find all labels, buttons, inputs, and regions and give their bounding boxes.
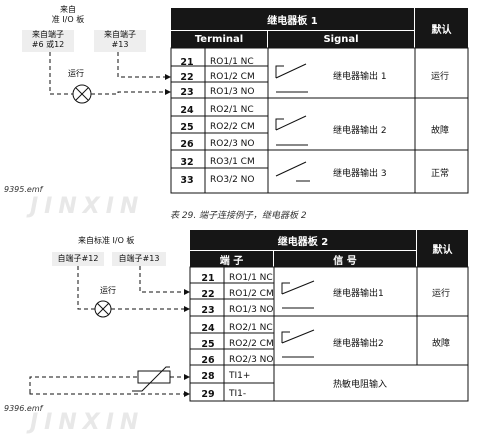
terminal-number: 21 [201,273,215,284]
terminal-label: RO3/2 NO [210,175,255,185]
default-value: 故障 [431,126,450,136]
terminal-number: 28 [201,371,215,382]
watermark-text: JINXIN [30,194,145,219]
terminal-source-b: 来自端子 #13 [94,30,146,52]
watermark-text: JINXIN [30,410,145,435]
terminal-label: RO2/1 NC [229,323,273,333]
terminal-label: RO2/1 NC [210,105,254,115]
terminal-number: 22 [201,289,215,300]
terminal-label: RO1/1 NC [210,57,254,67]
terminal-label: RO2/2 CM [229,339,274,349]
signal-label: 继电器输出 2 [333,126,387,136]
terminal-number: 26 [201,355,215,366]
terminal-number: 29 [201,389,215,400]
col-terminal: 端 子 [190,251,273,267]
terminal-label: TI1- [229,389,247,399]
terminal-number: 24 [201,323,215,334]
terminal-label: RO1/2 CM [229,289,274,299]
terminal-number: 25 [201,339,215,350]
terminal-label: RO1/3 NO [229,305,274,315]
figure-caption: 9396.emf [4,404,43,413]
terminal-label: RO2/2 CM [210,122,255,132]
terminal-number: 32 [180,157,194,168]
signal-label: 继电器输出 1 [333,72,387,82]
default-value: 运行 [432,289,451,299]
col-signal: 信 号 [274,251,416,267]
signal-label: 继电器输出 3 [333,169,387,179]
lamp-label: 运行 [100,286,116,295]
terminal-label: RO1/3 NO [210,87,255,97]
terminal-label: RO1/1 NC [229,273,273,283]
terminal-number: 22 [180,72,194,83]
signal-label: 继电器输出1 [333,289,384,299]
table-caption: 表 29. 端子连接例子，继电器板 2 [170,211,307,221]
default-value: 故障 [432,339,451,349]
terminal-label: TI1+ [229,371,251,381]
terminal-number: 25 [180,122,194,133]
source-label: 来自标准 I/O 板 [78,236,135,245]
terminal-label: RO2/3 NO [229,355,274,365]
col-signal: Signal [268,31,414,48]
signal-label: 继电器输出2 [333,339,384,349]
terminal-source-b: 自端子#13 [112,252,166,266]
terminal-number: 23 [180,87,194,98]
default-value: 正常 [431,169,450,179]
col-default: 默认 [417,230,468,267]
terminal-label: RO3/1 CM [210,157,255,167]
col-default: 默认 [415,8,468,48]
figure-caption: 9395.emf [4,185,43,194]
terminal-number: 23 [201,305,215,316]
terminal-number: 21 [180,57,194,68]
relay-board-title: 继电器板 1 [171,8,414,30]
col-terminal: Terminal [171,31,267,48]
source-label: 来自 准 I/O 板 [51,5,85,24]
signal-label: 热敏电阻输入 [333,380,388,390]
terminal-source-a: 来自端子 #6 或12 [22,30,74,52]
terminal-source-a: 自端子#12 [52,252,104,266]
terminal-number: 24 [180,105,194,116]
default-value: 运行 [431,72,450,82]
relay-board-title: 继电器板 2 [190,230,416,250]
terminal-number: 26 [180,139,194,150]
terminal-number: 33 [180,175,194,186]
terminal-label: RO1/2 CM [210,72,255,82]
lamp-label: 运行 [68,69,84,78]
terminal-label: RO2/3 NO [210,139,255,149]
